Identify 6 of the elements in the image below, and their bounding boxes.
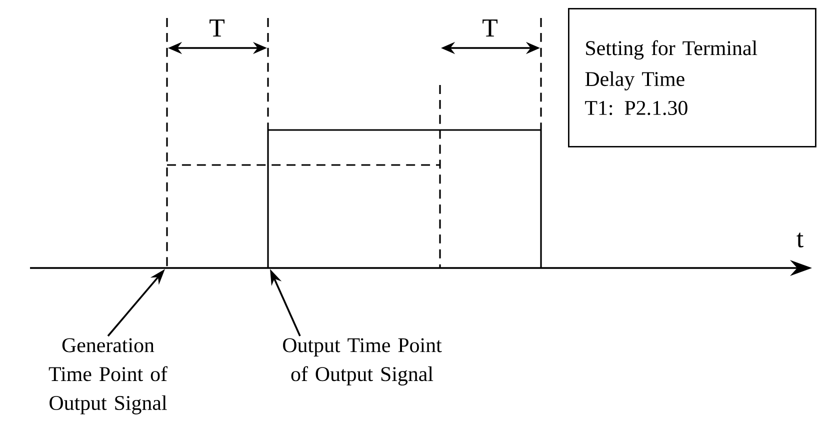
dimension-label: T <box>210 20 224 36</box>
time-point-label: Output Time Point of Output Signal <box>283 338 442 386</box>
time-point-label: Generation Time Point of Output Signal <box>48 338 168 414</box>
axis-label: t <box>796 232 804 248</box>
settings-box: Setting for Terminal Delay Time T1: P2.1.30 <box>568 8 816 148</box>
dimension-label: T <box>482 20 498 36</box>
